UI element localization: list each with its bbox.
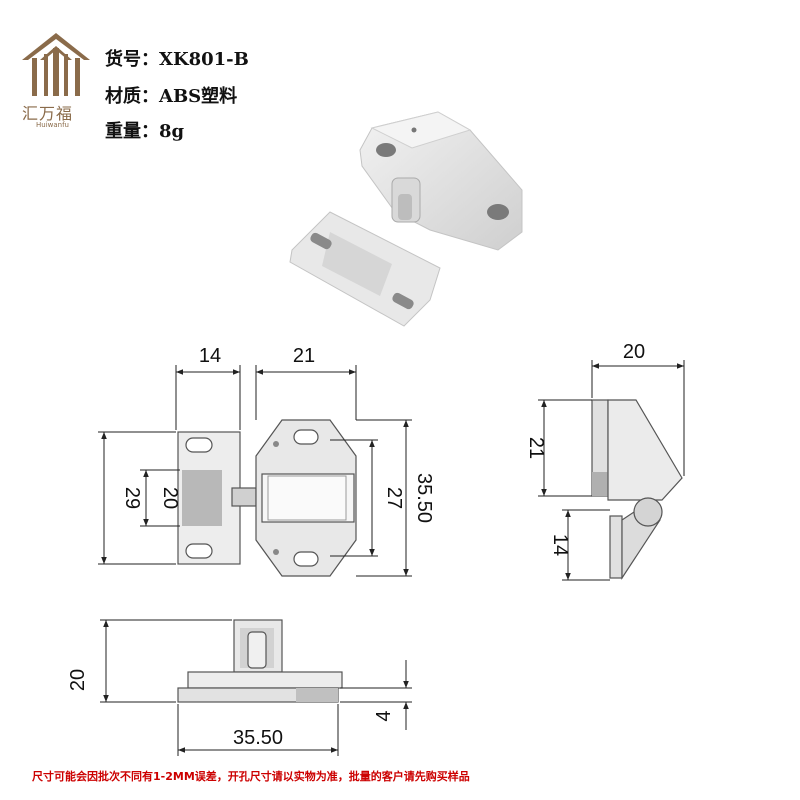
- dim-side-bottom-height: 14: [549, 534, 571, 556]
- dim-front-right-width: 21: [293, 345, 315, 367]
- brand-name: 汇万福: [22, 104, 74, 123]
- brand-sub: Huiwanfu: [36, 121, 69, 129]
- dim-front-left-width: 14: [199, 345, 221, 367]
- bottom-view: [177, 619, 343, 703]
- brand-logo-icon: [22, 33, 90, 96]
- dim-bottom-thickness: 4: [373, 710, 395, 721]
- spec-weight: 重量：8g: [105, 121, 185, 142]
- dim-bottom-height: 20: [67, 669, 89, 691]
- dim-front-left-height-inner: 20: [159, 487, 181, 509]
- dim-side-width: 20: [623, 341, 645, 363]
- front-view: [177, 419, 357, 577]
- dim-bottom-width: 35.50: [233, 727, 283, 749]
- dim-side-top-height: 21: [525, 437, 547, 459]
- side-view: [591, 399, 683, 581]
- product-photo: [289, 111, 523, 327]
- dim-front-right-height-inner: 27: [383, 487, 405, 509]
- dim-front-right-height-outer: 35.50: [413, 473, 435, 523]
- spec-item-number: 货号：XK801-B: [105, 49, 249, 70]
- spec-material: 材质：ABS塑料: [105, 86, 238, 107]
- dim-front-left-height-outer: 29: [121, 487, 143, 509]
- footer-note: 尺寸可能会因批次不同有1-2MM误差，开孔尺寸请以实物为准，批量的客户请先购买样…: [32, 770, 470, 783]
